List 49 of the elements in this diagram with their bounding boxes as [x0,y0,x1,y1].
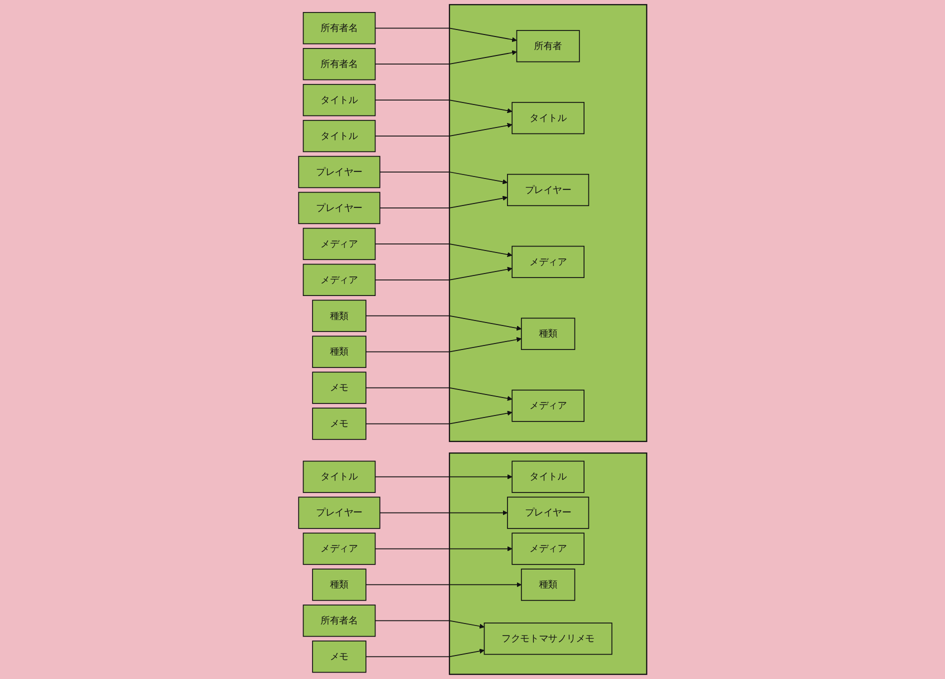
node-box: 種類 [312,336,366,368]
node-box: メモ [312,640,366,673]
node-box: メディア [512,532,584,565]
arrow [365,337,522,352]
arrow [365,582,522,588]
arrow [374,620,484,629]
node-box: プレイヤー [506,174,589,206]
node-box: 種類 [312,568,366,601]
arrow [365,648,484,658]
node-box: メディア [512,246,584,278]
node-box: 種類 [312,300,366,332]
node-box: メモ [312,408,366,440]
arrow [374,266,512,280]
node-box: 所有者 [516,30,580,62]
arrow [379,196,508,208]
node-box: プレイヤー [298,496,380,529]
arrow [374,50,517,65]
node-box: プレイヤー [506,496,589,529]
node-box: メディア [302,264,376,296]
node-box: フクモトマサノリメモ [484,622,612,655]
arrow [374,474,512,480]
arrow [365,410,512,424]
node-box: 所有者名 [302,48,376,80]
arrow [379,510,508,516]
node-box: タイトル [302,460,376,493]
node-box: プレイヤー [298,156,380,188]
arrow [374,244,512,258]
node-box: タイトル [302,84,376,116]
arrow [365,387,512,401]
cluster [448,4,648,442]
node-box: メディア [302,532,376,565]
arrow [374,28,517,42]
node-box: 所有者名 [302,12,376,44]
node-box: メモ [312,372,366,404]
node-box: 種類 [520,568,576,601]
node-box: タイトル [302,120,376,152]
node-box: 所有者名 [302,604,376,637]
arrow [365,315,522,331]
node-box: タイトル [512,460,584,493]
cluster [448,452,648,675]
arrow [374,122,512,136]
arrow [379,172,508,184]
node-box: メディア [302,228,376,260]
node-box: 種類 [520,318,576,350]
node-box: タイトル [512,102,584,134]
node-box: メディア [512,390,584,422]
arrow [374,546,512,552]
arrow [374,100,512,114]
node-box: プレイヤー [298,192,380,224]
